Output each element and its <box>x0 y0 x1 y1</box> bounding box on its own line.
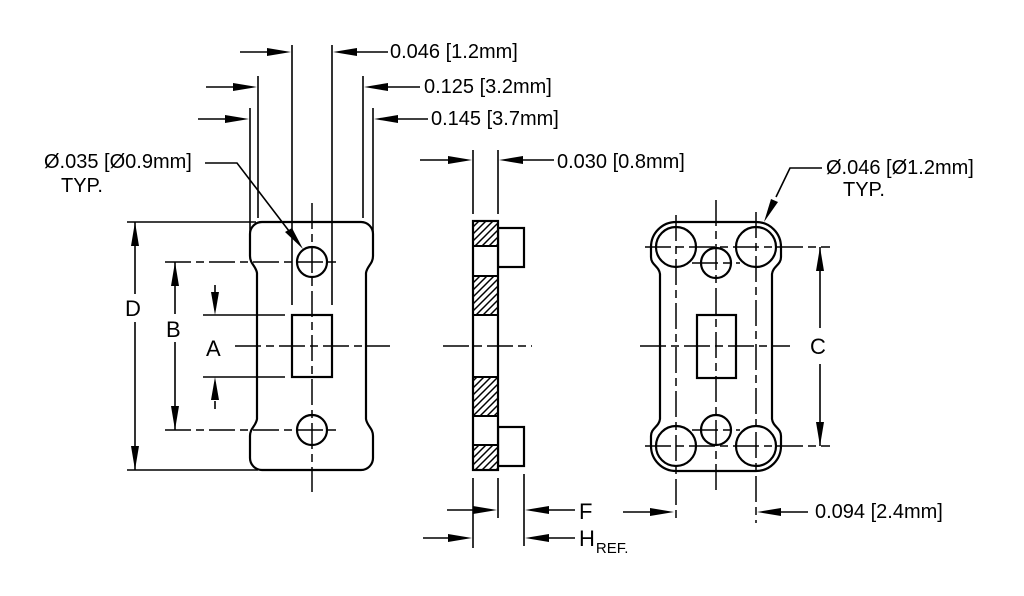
side-hatch-2 <box>472 275 499 316</box>
dim-letter-f: F <box>579 499 593 524</box>
front-hole-typ-label: TYP. <box>61 175 103 197</box>
side-view <box>443 219 532 472</box>
side-hatch-3 <box>472 376 499 417</box>
front-dimensions <box>127 45 428 471</box>
dim-letter-d: D <box>125 296 141 321</box>
dim-h-ref-suffix: REF. <box>595 540 629 557</box>
dim-letter-h: H <box>579 526 595 551</box>
dim-body-width-label: 0.125 [3.2mm] <box>424 76 552 98</box>
dim-flange-width-label: 0.145 [3.7mm] <box>431 108 559 130</box>
back-view <box>640 200 830 523</box>
side-top-pin <box>496 226 526 269</box>
dim-slot-width-label: 0.046 [1.2mm] <box>390 41 518 63</box>
back-dimensions <box>623 167 824 516</box>
back-hole-diameter-label: Ø.046 [Ø1.2mm] <box>826 157 974 179</box>
side-dimensions <box>420 150 575 548</box>
dim-letter-h-ref: HREF. <box>579 526 628 556</box>
front-hole-diameter-label: Ø.035 [Ø0.9mm] <box>44 151 192 173</box>
back-hole-typ-label: TYP. <box>843 179 885 201</box>
dim-pin-spacing-label: 0.094 [2.4mm] <box>815 501 943 523</box>
side-hatch-4 <box>472 444 499 471</box>
side-bottom-pin <box>496 425 526 468</box>
side-hatch-1 <box>472 220 499 247</box>
dim-thickness-label: 0.030 [0.8mm] <box>557 151 685 173</box>
dim-letter-b: B <box>166 317 181 342</box>
front-hole-leader <box>205 162 290 232</box>
back-hole-leader <box>775 167 822 198</box>
front-view <box>165 203 390 492</box>
dim-letter-c: C <box>810 334 826 359</box>
dim-letter-a: A <box>206 336 221 361</box>
